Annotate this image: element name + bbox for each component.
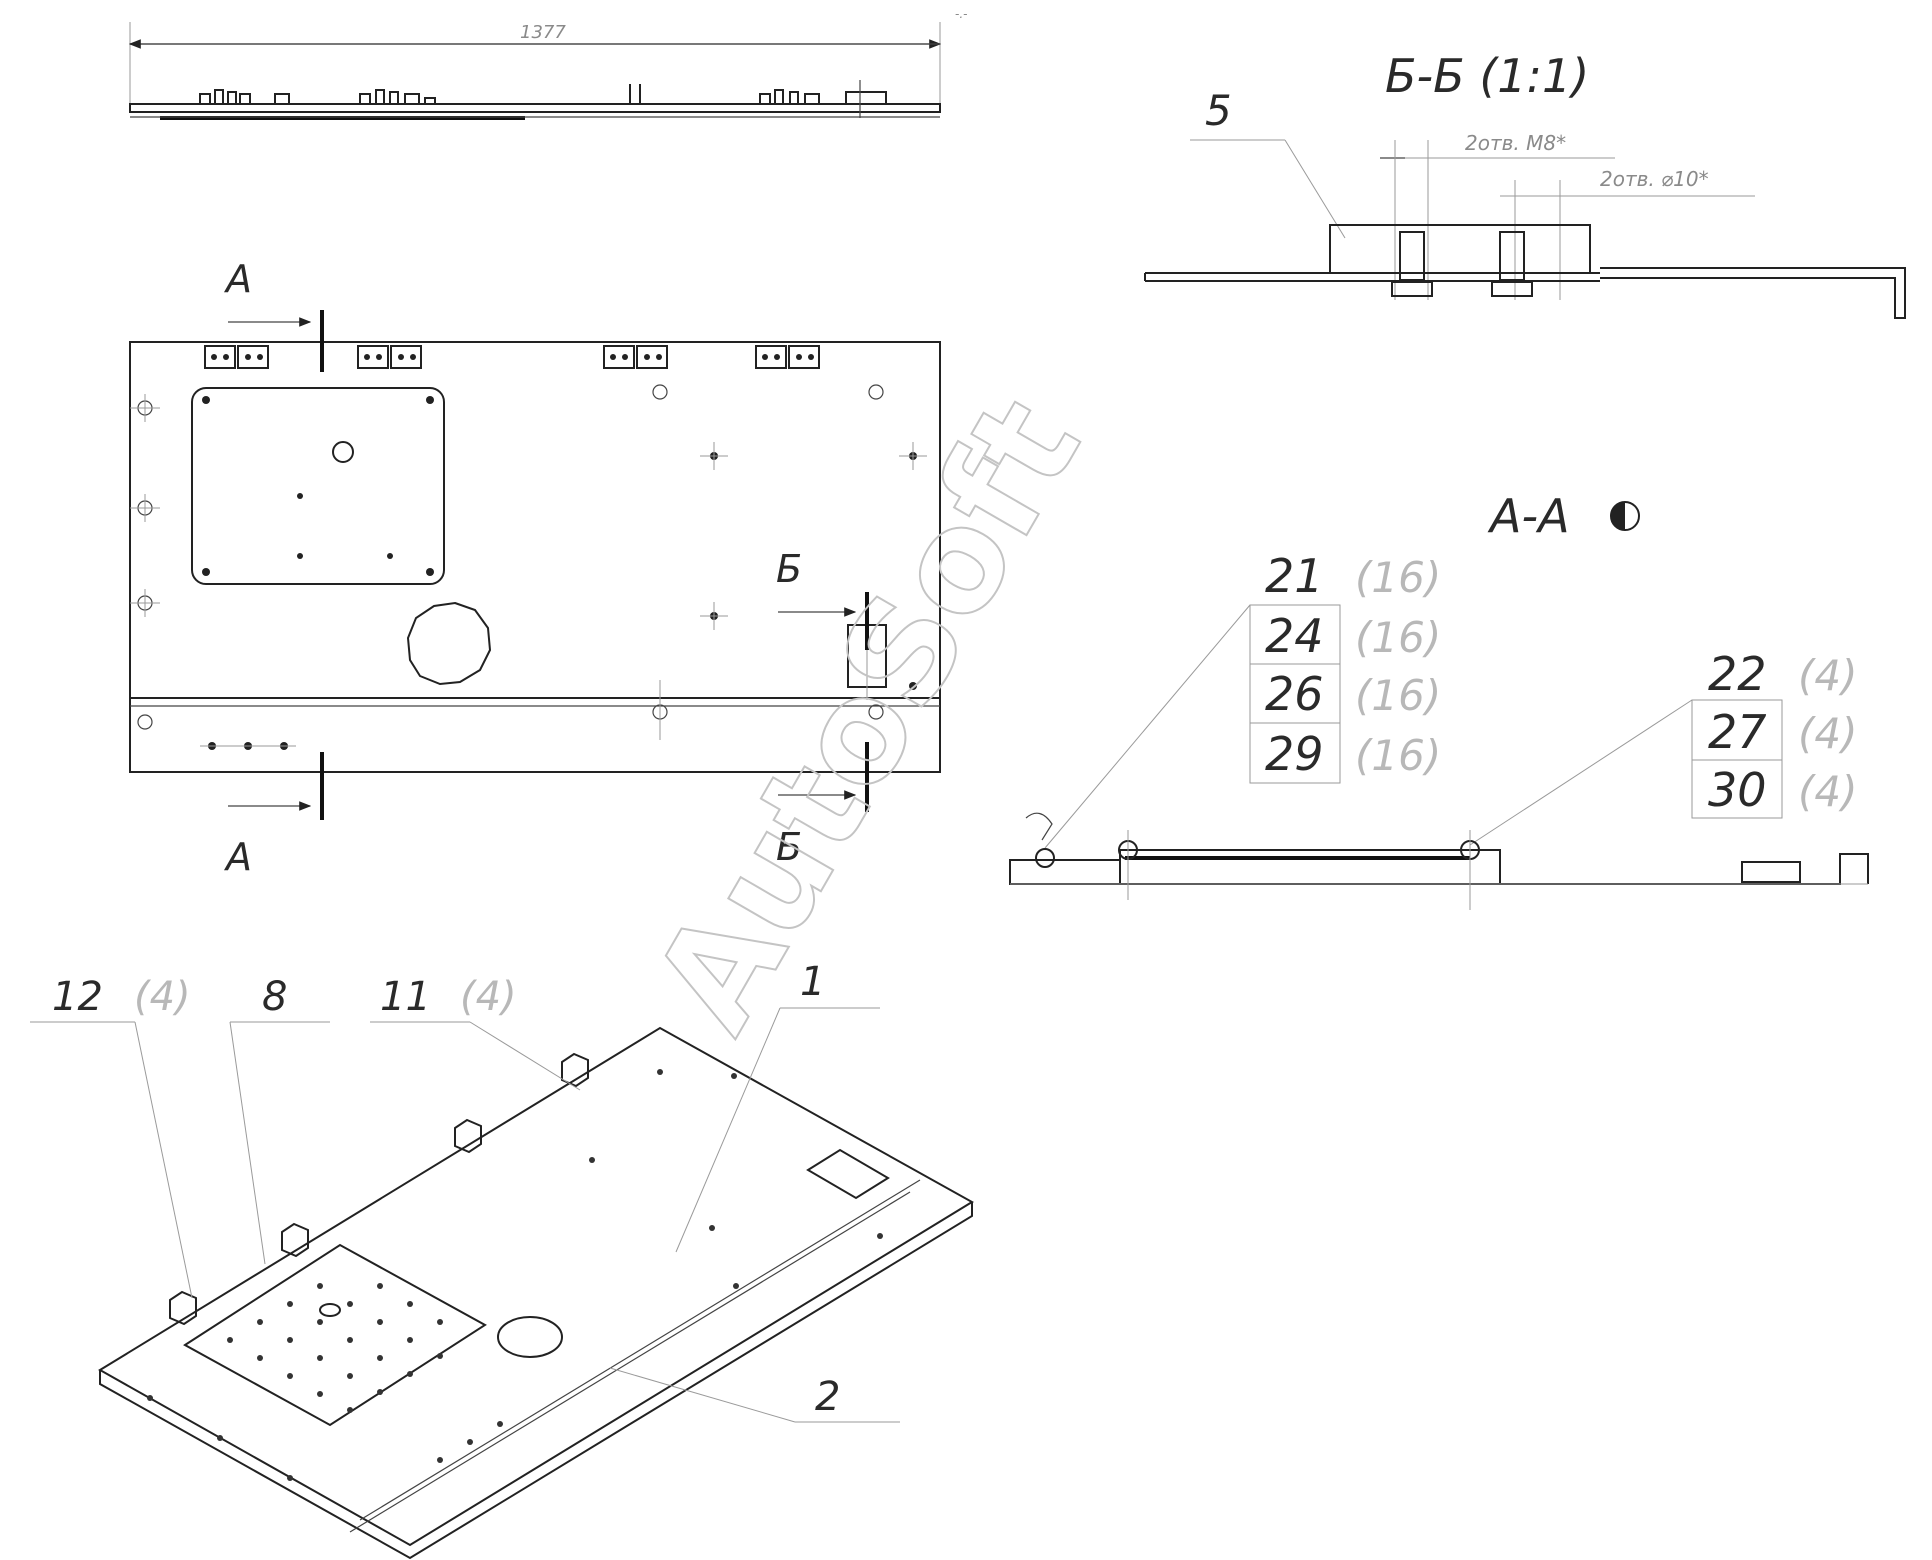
callout-left-qty-4: (16) bbox=[1355, 731, 1441, 780]
callout-left-qty-3: (16) bbox=[1355, 671, 1441, 720]
iso-label-2: 2 bbox=[815, 1374, 840, 1420]
watermark-autosoft: AutoSoft bbox=[623, 373, 1112, 1057]
hinge-brackets bbox=[204, 345, 820, 369]
iso-perforated-plate bbox=[183, 1243, 487, 1427]
callout-left-qty-1: (16) bbox=[1355, 553, 1441, 602]
callout-left-part-1: 21 bbox=[1265, 549, 1324, 603]
section-aa-title: А-А bbox=[1487, 489, 1570, 543]
iso-qty-11: (4) bbox=[460, 974, 517, 1020]
section-bb-note-1: 2отв. M8* bbox=[1465, 131, 1566, 155]
callout-right-qty-1: (4) bbox=[1798, 651, 1858, 700]
iso-label-12: 12 bbox=[52, 974, 103, 1020]
callout-table-right: 22 (4) 27 (4) 30 (4) bbox=[1691, 647, 1858, 819]
overall-dimension: 1377 bbox=[520, 22, 566, 43]
iso-label-8: 8 bbox=[262, 974, 287, 1020]
callout-right-qty-3: (4) bbox=[1798, 767, 1858, 816]
callout-left-part-2: 24 bbox=[1265, 609, 1324, 663]
callout-right-part-2: 27 bbox=[1708, 705, 1767, 759]
callout-left-part-3: 26 bbox=[1265, 667, 1324, 721]
section-bb-part-label: 5 bbox=[1205, 86, 1232, 135]
callout-right-part-1: 22 bbox=[1708, 647, 1767, 701]
cut-a-bottom-label: А bbox=[223, 835, 252, 879]
top-side-view: 1377 -.- bbox=[128, 7, 967, 120]
cut-a-top-label: А bbox=[223, 257, 252, 301]
callout-right-qty-2: (4) bbox=[1798, 709, 1858, 758]
section-bb-title: Б-Б (1:1) bbox=[1385, 49, 1589, 103]
iso-label-1: 1 bbox=[800, 959, 825, 1005]
section-bb-note-2: 2отв. ⌀10* bbox=[1600, 167, 1709, 191]
callout-right-part-3: 30 bbox=[1708, 763, 1767, 817]
iso-label-11: 11 bbox=[380, 974, 431, 1020]
mounting-holes bbox=[130, 384, 927, 750]
plan-view: А А Б Б bbox=[129, 257, 941, 879]
round-cutout bbox=[406, 601, 492, 686]
callout-table-left: 21 (16) 24 (16) 26 (16) 29 (16) bbox=[1249, 549, 1441, 784]
section-bb: Б-Б (1:1) 5 2отв. M8* 2отв. ⌀10* bbox=[1144, 49, 1906, 319]
cut-b-top-label: Б bbox=[776, 547, 802, 591]
iso-qty-12: (4) bbox=[134, 974, 191, 1020]
callout-left-qty-2: (16) bbox=[1355, 613, 1441, 662]
callout-left-part-4: 29 bbox=[1265, 727, 1324, 781]
section-aa: А-А 21 (16) 24 (16) 26 (16) 29 (16) 22 (… bbox=[1009, 489, 1869, 910]
cut-b-bottom-label: Б bbox=[776, 825, 802, 869]
corner-note: -.- bbox=[955, 7, 967, 21]
isometric-view: 12 (4) 8 11 (4) 1 2 bbox=[30, 959, 974, 1560]
perforated-plate bbox=[191, 387, 445, 585]
